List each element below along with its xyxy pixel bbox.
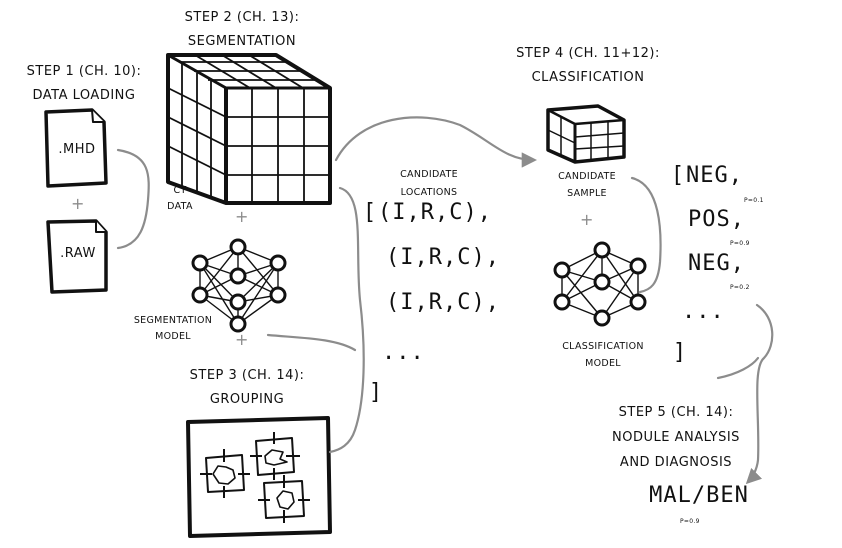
step4-name: CLASSIFICATION xyxy=(531,70,645,85)
result-item-2-probability: P=0.9 xyxy=(730,240,750,247)
step-connector-grouping xyxy=(266,333,357,352)
step3-name: GROUPING xyxy=(209,392,285,407)
raw-file-label: .RAW xyxy=(60,246,96,261)
result-item-1-probability: P=0.1 xyxy=(744,197,764,204)
bracket-arrow-tail xyxy=(716,356,760,380)
step3-title: STEP 3 (CH. 14): xyxy=(189,368,305,383)
mhd-file-label: .MHD xyxy=(58,142,96,157)
segmentation-model-label-line1: SEGMENTATION xyxy=(133,315,213,326)
results-close-bracket: ] xyxy=(672,340,688,365)
candidate-locations-label-line1: CANDIDATE xyxy=(400,169,458,180)
candidate-locations-label-line2: LOCATIONS xyxy=(400,187,458,198)
candidate-item-2: (I,R,C), xyxy=(386,245,500,270)
files-to-ct-connector xyxy=(116,148,150,250)
result-item-1-label: NEG, xyxy=(686,163,743,188)
segmentation-model-label-line2: MODEL xyxy=(155,331,191,342)
step2-plus-bottom: + xyxy=(235,330,249,349)
ct-data-label-line1: CT xyxy=(173,185,187,196)
candidate-item-1: (I,R,C), xyxy=(378,200,492,225)
candidate-sample-label-line1: CANDIDATE xyxy=(558,171,616,182)
candidate-sample-label-line2: SAMPLE xyxy=(567,188,607,199)
ct-data-cube-icon xyxy=(166,53,332,205)
result-item-3-probability: P=0.2 xyxy=(730,284,750,291)
classification-model-label-line2: MODEL xyxy=(585,358,621,369)
results-ellipsis: ... xyxy=(682,299,725,324)
flow-connectors xyxy=(116,116,774,485)
results-open-bracket: [ xyxy=(670,163,686,188)
candidates-ellipsis: ... xyxy=(382,340,425,365)
results-to-diagnosis-arrow xyxy=(745,303,774,485)
raw-file-icon xyxy=(46,219,108,294)
candidate-item-3: (I,R,C), xyxy=(386,290,500,315)
result-item-2-label: POS, xyxy=(688,207,745,232)
step1-name: DATA LOADING xyxy=(32,88,136,103)
mhd-file-icon xyxy=(44,108,108,188)
step5-name-line1: NODULE ANALYSIS xyxy=(612,430,740,445)
grouping-image-icon xyxy=(186,416,332,538)
step5-name-line2: AND DIAGNOSIS xyxy=(619,455,733,470)
step2-title: STEP 2 (CH. 13): xyxy=(184,10,300,25)
step4-title: STEP 4 (CH. 11+12): xyxy=(516,46,660,61)
candidates-open-bracket: [ xyxy=(362,200,378,225)
ct-data-label-line2: DATA xyxy=(167,201,193,212)
segmentation-model-network-icon xyxy=(191,238,287,333)
candidates-close-bracket: ] xyxy=(368,380,384,405)
step1-plus: + xyxy=(71,194,85,213)
result-item-3-label: NEG, xyxy=(688,251,745,276)
step1-title: STEP 1 (CH. 10): xyxy=(26,64,142,79)
step5-title: STEP 5 (CH. 14): xyxy=(618,405,734,420)
diagnosis-result: MAL/BEN xyxy=(649,483,749,508)
step2-name: SEGMENTATION xyxy=(187,34,297,49)
ct-to-classifier-arrow xyxy=(334,116,538,168)
diagnosis-probability: P=0.9 xyxy=(680,518,700,525)
step-connector-right xyxy=(328,186,365,454)
classification-model-network-icon xyxy=(553,241,647,327)
step2-plus-top: + xyxy=(235,207,249,226)
classifier-to-results-connector xyxy=(630,176,662,294)
candidate-sample-cube-icon xyxy=(546,104,626,164)
classification-model-label-line1: CLASSIFICATION xyxy=(562,341,644,352)
step4-plus: + xyxy=(580,210,594,229)
